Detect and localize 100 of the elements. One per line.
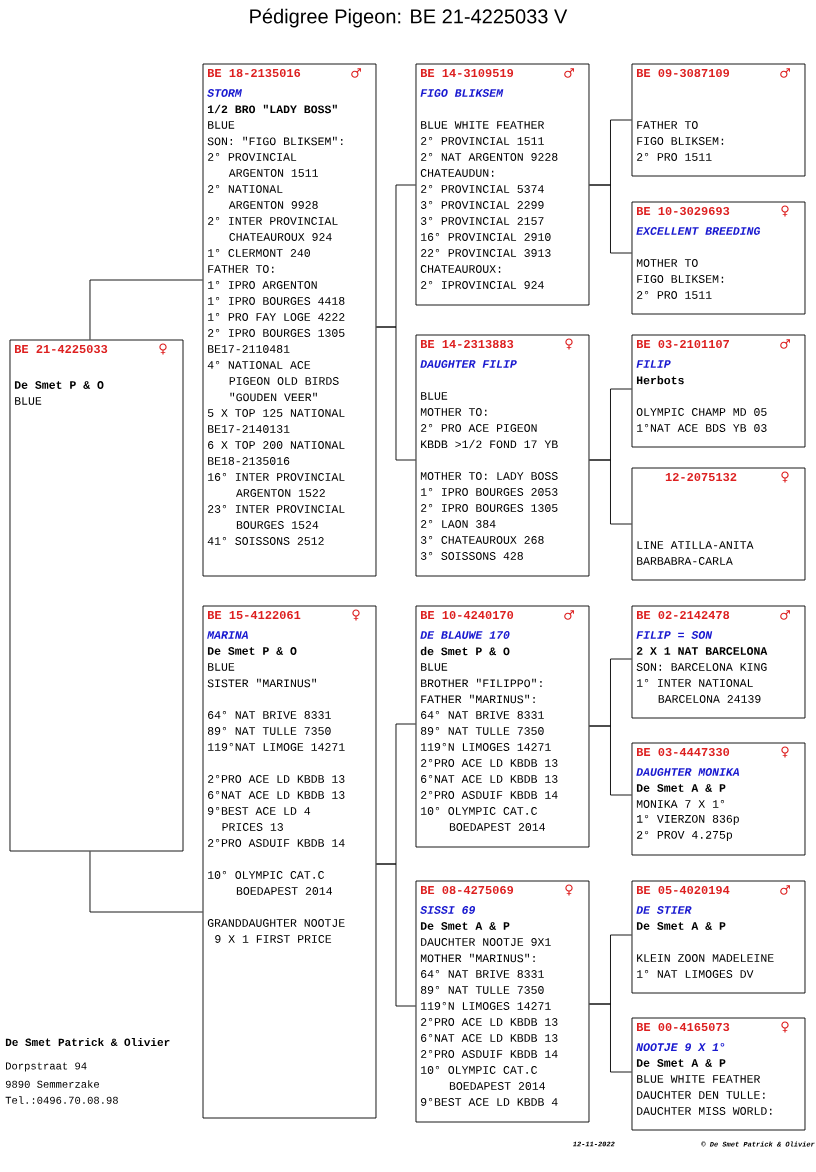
card-text: 10° OLYMPIC CAT.C <box>208 871 324 879</box>
card-text: 1° VIERZON 836p <box>637 814 739 826</box>
card-text: 2°PRO ACE LD KBDB 13 <box>208 775 345 783</box>
card-text: de Smet P & O <box>420 646 510 656</box>
card-text: 2°PRO ASDUIF KBDB 14 <box>421 1050 558 1058</box>
card-text: 2°PRO ASDUIF KBDB 14 <box>208 839 345 847</box>
card-text: ARGENTON 9928 <box>228 201 318 209</box>
footer-text: De Smet Patrick & Olivier <box>5 1037 170 1047</box>
card-text: BLUE <box>421 663 448 671</box>
footer-text: 9890 Semmerzake <box>5 1080 99 1088</box>
card-text: 2° IPRO BOURGES 1305 <box>208 329 345 337</box>
sex-symbol: ♀ <box>159 343 167 355</box>
card-text: DAUCHTER MISS WORLD: <box>637 1107 772 1115</box>
card-text: 1° IPRO BOURGES 4418 <box>208 297 345 305</box>
connector-line <box>376 326 416 461</box>
card-text: BOEDAPEST 2014 <box>449 823 545 831</box>
card-text: 1° IPRO BOURGES 2053 <box>421 488 558 496</box>
card-text: 2 X 1 NAT BARCELONA <box>636 647 768 655</box>
ring-number: BE 14-2313883 <box>421 339 514 349</box>
card-text: De Smet A & P <box>636 1059 726 1067</box>
card-text: PRICES 13 <box>222 823 283 831</box>
card-text: 1° PRO FAY LOGE 4222 <box>208 313 345 321</box>
card-text: FATHER TO <box>637 121 698 129</box>
card-text: 89° NAT TULLE 7350 <box>420 727 544 735</box>
card-text: ARGENTON 1511 <box>228 169 318 177</box>
sex-symbol: ♀ <box>565 338 573 350</box>
card-text: MOTHER "MARINUS": <box>420 953 535 963</box>
card-text: FIGO BLIKSEM: <box>637 137 724 145</box>
card-text: De Smet A & P <box>636 922 726 930</box>
card-text: 2° PROVINCIAL 1511 <box>421 137 544 145</box>
pedigree-card <box>9 339 184 852</box>
pedigree-card <box>631 467 806 581</box>
card-text: KBDB >1/2 FOND 17 YB <box>421 439 558 449</box>
card-text: MOTHER TO <box>636 259 698 267</box>
card-text: CHATEAUROUX: <box>420 265 501 273</box>
pedigree-card <box>631 334 806 448</box>
ring-number: BE 10-3029693 <box>637 206 730 216</box>
card-text: CHATEAUDUN: <box>420 169 494 177</box>
pedigree-card <box>202 605 377 1119</box>
card-text: BOURGES 1524 <box>236 521 319 529</box>
pigeon-name: SISSI 69 <box>420 906 475 914</box>
card-text: DAUCHTER NOOTJE 9X1 <box>421 938 551 946</box>
pedigree-card <box>631 1017 806 1131</box>
card-text: PIGEON OLD BIRDS <box>229 377 339 385</box>
card-text: 16° INTER PROVINCIAL <box>208 473 345 481</box>
card-text: GRANDDAUGHTER NOOTJE <box>207 919 345 927</box>
card-text: 2° INTER PROVINCIAL <box>208 217 338 225</box>
sex-symbol: ♂ <box>780 68 790 78</box>
pedigree-card <box>631 880 806 994</box>
card-text: 64° NAT BRIVE 8331 <box>208 711 331 719</box>
card-text: BLUE WHITE FEATHER <box>421 121 545 129</box>
connector-line <box>589 725 632 796</box>
card-text: 89° NAT TULLE 7350 <box>420 986 544 994</box>
sex-symbol: ♀ <box>781 471 789 483</box>
card-text: 6°NAT ACE LD KBDB 13 <box>208 791 345 799</box>
card-text: 6°NAT ACE LD KBDB 13 <box>421 1034 558 1042</box>
card-text: 5 X TOP 125 NATIONAL <box>207 409 345 417</box>
ring-number: BE 03-4447330 <box>637 747 730 757</box>
pedigree-card <box>415 63 590 306</box>
ring-number: BE 09-3087109 <box>637 68 730 78</box>
sex-symbol: ♂ <box>564 68 574 78</box>
pigeon-name: FIGO BLIKSEM <box>420 89 504 97</box>
card-text: FATHER TO: <box>208 265 274 273</box>
pigeon-name: EXCELLENT BREEDING <box>636 227 761 235</box>
connector-line <box>589 184 632 254</box>
ring-number: BE 02-2142478 <box>637 610 730 620</box>
card-text: 2° PRO 1511 <box>637 291 712 299</box>
card-text: 10° OLYMPIC CAT.C <box>421 807 537 815</box>
card-text: FATHER "MARINUS": <box>421 694 535 704</box>
ring-number: BE 14-3109519 <box>421 68 514 78</box>
card-text: CHATEAUROUX 924 <box>229 233 332 241</box>
pedigree-card <box>631 605 806 719</box>
title: Pédigree Pigeon: BE 21-4225033 V <box>250 8 568 28</box>
ring-number: BE 10-4240170 <box>421 610 514 620</box>
card-text: 6 X TOP 200 NATIONAL <box>208 441 345 449</box>
sex-symbol: ♀ <box>781 1021 789 1033</box>
sex-symbol: ♂ <box>564 610 574 620</box>
card-text: OLYMPIC CHAMP MD 05 <box>636 408 767 416</box>
card-text: BLUE <box>208 663 235 671</box>
card-text: LINE ATILLA-ANITA <box>637 541 754 549</box>
connector-line <box>89 851 203 913</box>
card-text: 22° PROVINCIAL 3913 <box>421 249 551 257</box>
card-text: ARGENTON 1522 <box>236 489 325 497</box>
sex-symbol: ♀ <box>352 609 360 621</box>
card-text: De Smet P & O <box>207 647 297 655</box>
card-text: FIGO BLIKSEM: <box>637 275 724 283</box>
card-text: 2°PRO ACE LD KBDB 13 <box>421 759 558 767</box>
footer-text: Tel.:0496.70.08.98 <box>5 1096 118 1104</box>
ring-number: BE 15-4122061 <box>208 610 301 620</box>
ring-number: BE 08-4275069 <box>421 885 514 895</box>
card-text: SON: "FIGO BLIKSEM": <box>207 136 343 146</box>
card-text: 2° PROVINCIAL <box>208 153 297 161</box>
card-text: De Smet A & P <box>636 784 726 792</box>
card-text: 1° INTER NATIONAL <box>637 679 753 687</box>
card-text: BE17-2140131 <box>208 425 290 433</box>
footer-text: Dorpstraat 94 <box>6 1062 87 1072</box>
card-text: MONIKA 7 X 1° <box>636 800 725 808</box>
card-text: 16° PROVINCIAL 2910 <box>421 233 551 241</box>
card-text: Herbots <box>636 375 684 385</box>
card-text: 9°BEST ACE LD KBDB 4 <box>421 1098 558 1106</box>
